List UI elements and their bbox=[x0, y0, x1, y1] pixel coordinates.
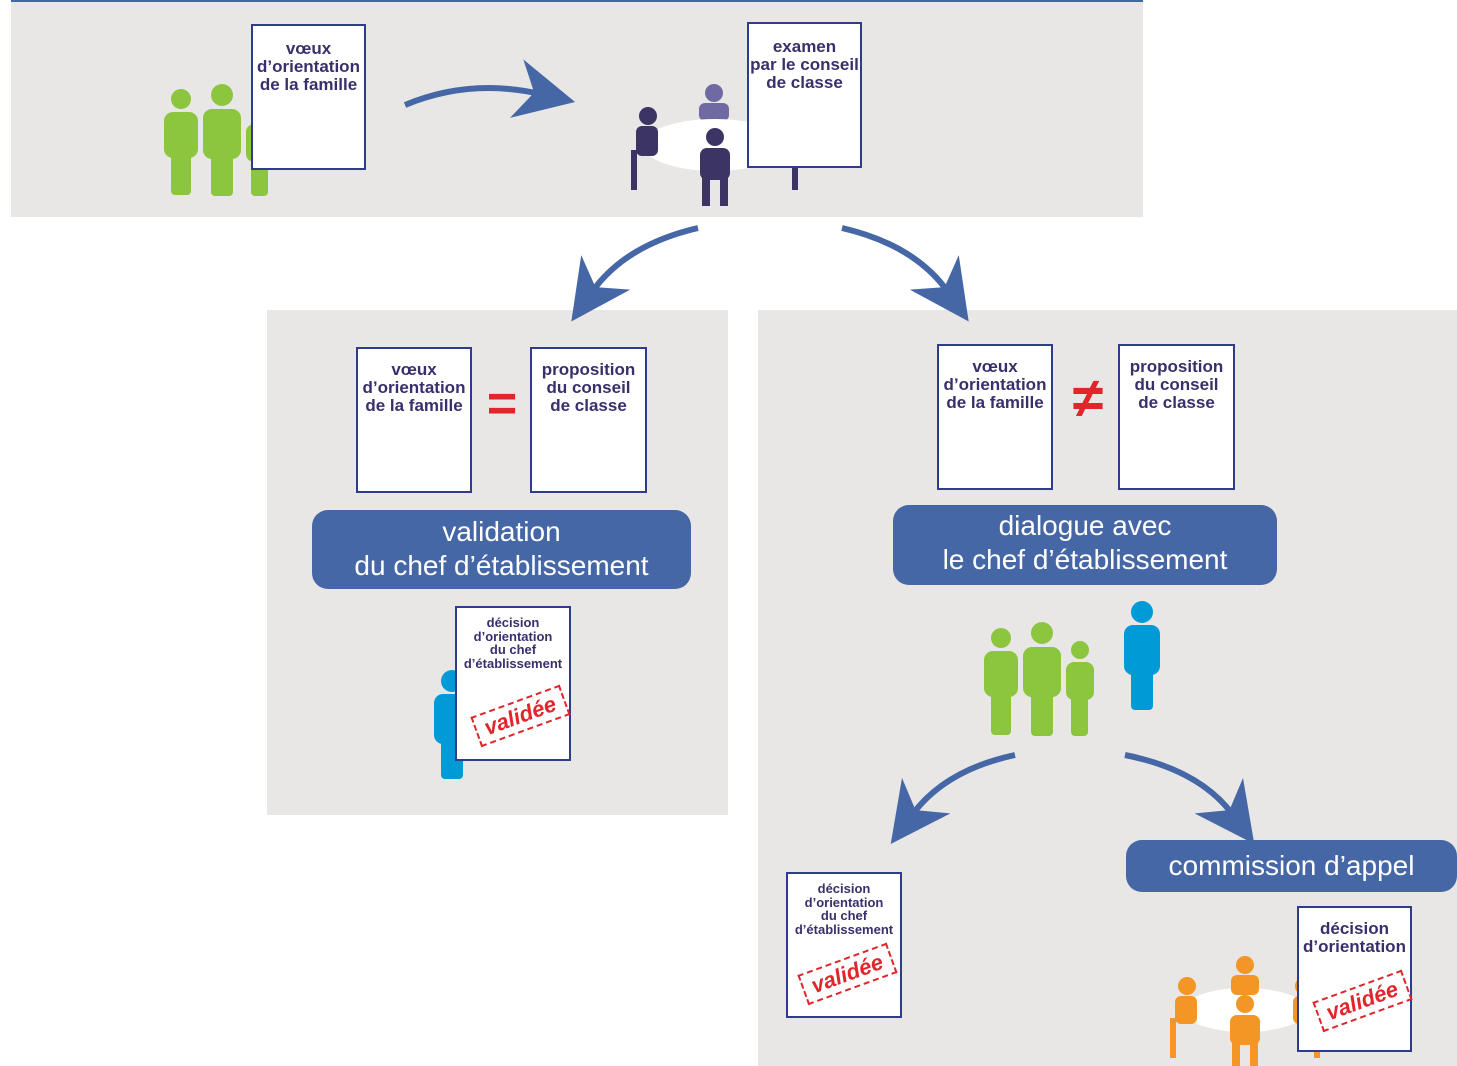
validation-text: validation du chef d’établissement bbox=[354, 516, 649, 581]
not-equal-sign: ≠ bbox=[1072, 366, 1104, 429]
appeal-commission-text: commission d’appel bbox=[1168, 850, 1415, 881]
family-icon bbox=[984, 622, 1094, 736]
validation-pill: validation du chef d’établissement bbox=[312, 510, 691, 589]
left-proposition-doc: proposition du conseil de classe bbox=[530, 347, 647, 493]
family-wishes-text: vœux d’orientation de la famille bbox=[257, 39, 360, 95]
arrow-down-left bbox=[571, 225, 699, 322]
equal-sign: = bbox=[486, 375, 518, 433]
top-panel bbox=[11, 0, 1143, 217]
right-family-wishes-doc: vœux d’orientation de la famille bbox=[937, 344, 1053, 490]
dialogue-text: dialogue avec le chef d’établissement bbox=[942, 510, 1228, 575]
right-proposition-text: proposition du conseil de classe bbox=[1129, 357, 1224, 413]
exam-text: examen par le conseil de classe bbox=[750, 37, 859, 93]
arrow-down-right bbox=[841, 225, 969, 322]
left-family-wishes-doc: vœux d’orientation de la famille bbox=[356, 347, 472, 493]
chef-icon bbox=[1124, 601, 1160, 710]
arrow-bottom-left bbox=[890, 752, 1016, 845]
right-proposition-doc: proposition du conseil de classe bbox=[1118, 344, 1235, 490]
arrow-top bbox=[403, 59, 576, 118]
exam-doc: examen par le conseil de classe bbox=[747, 22, 862, 168]
right-decision-text: décision d’orientation du chef d’établis… bbox=[794, 881, 894, 937]
arrow-bottom-right bbox=[1124, 752, 1255, 845]
right-decision-doc: décision d’orientation du chef d’établis… bbox=[786, 872, 902, 1018]
left-family-wishes-text: vœux d’orientation de la famille bbox=[362, 360, 466, 416]
left-decision-doc: décision d’orientation du chef d’établis… bbox=[455, 606, 571, 761]
appeal-decision-text: décision d’orientation bbox=[1303, 919, 1406, 957]
family-wishes-doc: vœux d’orientation de la famille bbox=[251, 24, 366, 170]
left-decision-text: décision d’orientation du chef d’établis… bbox=[463, 615, 563, 671]
right-family-wishes-text: vœux d’orientation de la famille bbox=[943, 357, 1047, 413]
appeal-commission-pill: commission d’appel bbox=[1126, 840, 1457, 892]
appeal-decision-doc: décision d’orientation bbox=[1297, 906, 1412, 1052]
dialogue-pill: dialogue avec le chef d’établissement bbox=[893, 505, 1277, 585]
left-proposition-text: proposition du conseil de classe bbox=[541, 360, 636, 416]
